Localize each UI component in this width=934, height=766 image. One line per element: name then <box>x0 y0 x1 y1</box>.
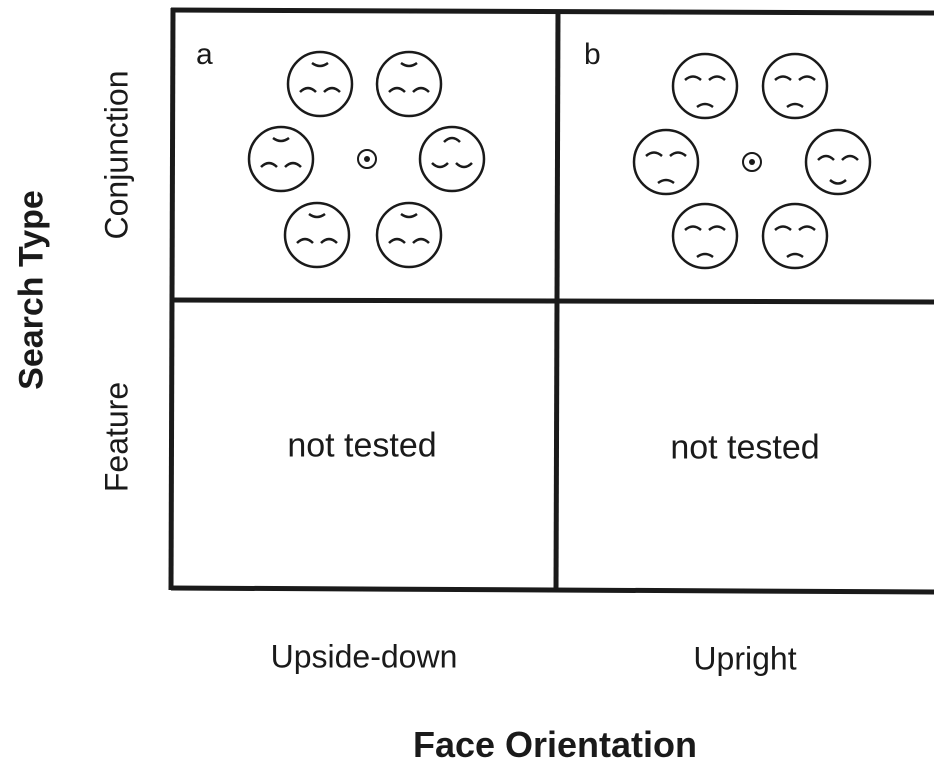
upside-down-face <box>375 201 443 269</box>
y-axis-title: Search Type <box>12 190 51 390</box>
upright-sad-face <box>761 202 829 270</box>
x-axis-title: Face Orientation <box>412 724 698 765</box>
upright-sad-face <box>632 128 700 196</box>
grid-line-left <box>168 7 176 591</box>
grid-line-middle-h <box>170 297 934 305</box>
fixation-target <box>357 149 377 169</box>
upside-down-face-target <box>418 125 486 193</box>
upside-down-face <box>283 201 351 269</box>
panel-letter-b: b <box>584 38 601 71</box>
grid-line-top <box>170 7 934 16</box>
upright-sad-face <box>671 202 739 270</box>
grid-line-middle-v <box>553 9 561 591</box>
column-label-upside-down: Upside-down <box>270 638 458 675</box>
cell-text-feature-upside-down: not tested <box>287 426 437 465</box>
upright-sad-face <box>671 52 739 120</box>
row-label-feature: Feature <box>98 381 135 493</box>
column-label-upright: Upright <box>693 640 797 677</box>
upside-down-face <box>286 50 354 118</box>
fixation-target <box>742 152 762 172</box>
upside-down-face <box>375 50 443 118</box>
upright-sad-face <box>761 52 829 120</box>
panel-a-search-display <box>247 50 486 269</box>
upside-down-face <box>247 125 315 193</box>
row-label-conjunction: Conjunction <box>98 70 135 240</box>
panel-letter-a: a <box>196 38 213 71</box>
panel-b-search-display <box>632 52 872 270</box>
upright-happy-face-target <box>804 128 872 196</box>
grid-line-bottom <box>170 585 934 595</box>
cell-text-feature-upright: not tested <box>670 428 820 467</box>
